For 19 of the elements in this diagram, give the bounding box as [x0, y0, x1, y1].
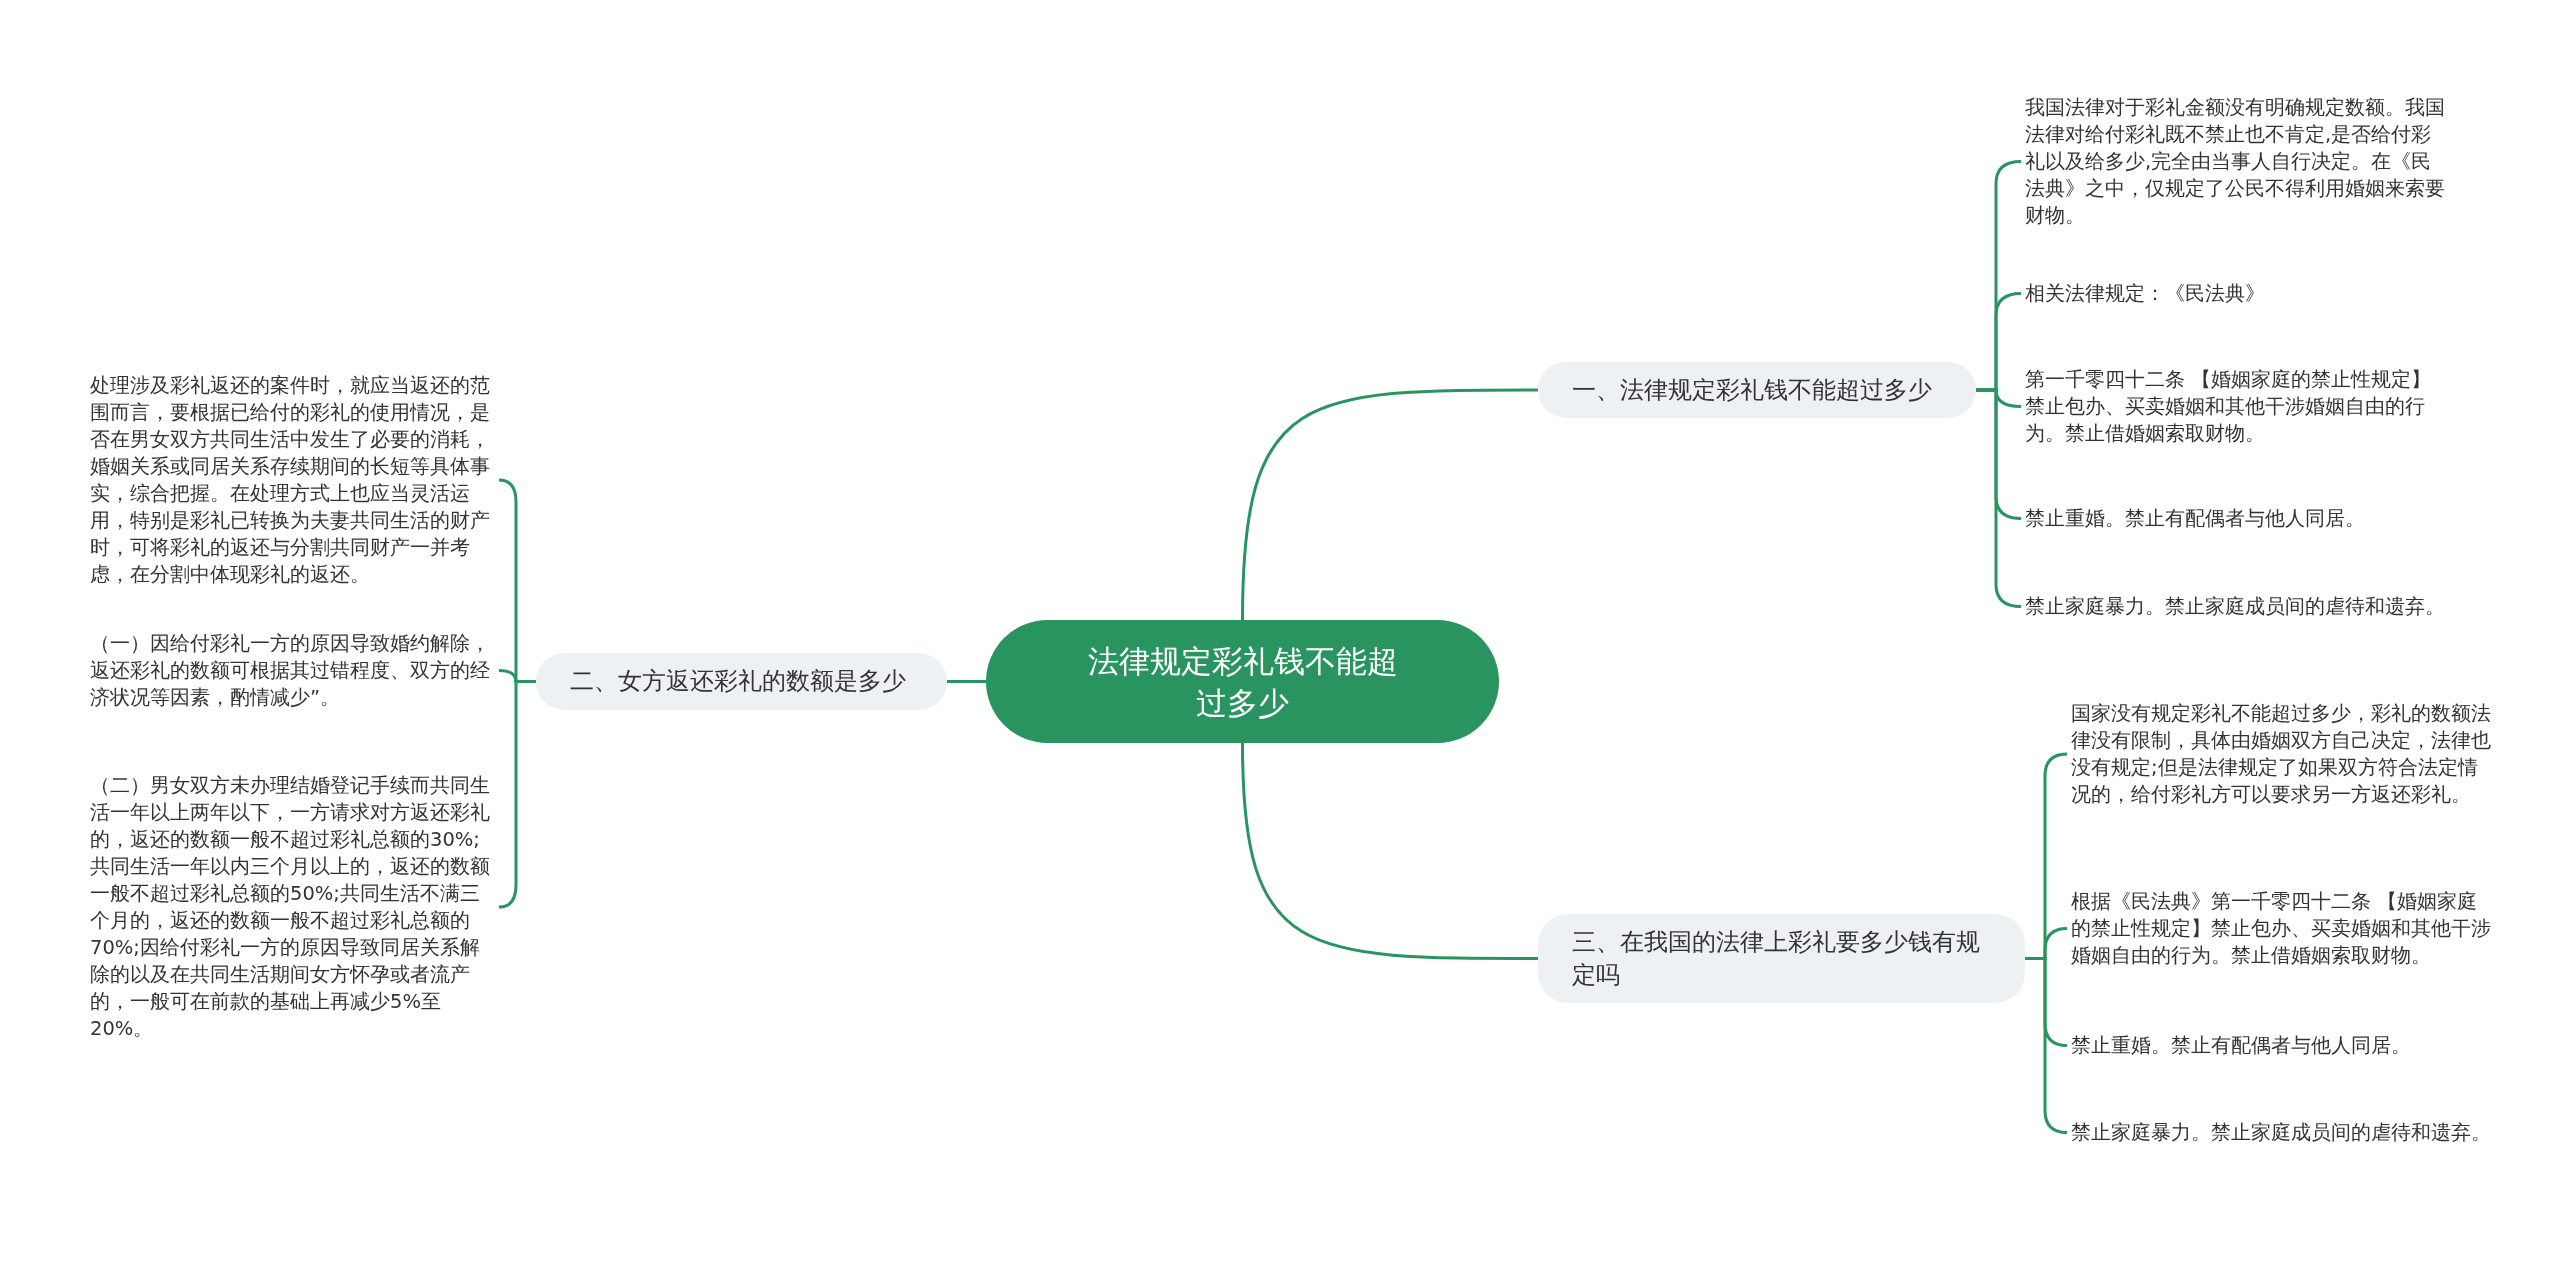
note-text: 处理涉及彩礼返还的案件时，就应当返还的范围而言，要根据已给付的彩礼的使用情况，是否在男女双方共同生活中发生了必要的消耗，婚姻关系或同居关系存续期间的长短等具体事实，综合把握。在处理方式上也应当灵活运用，特别是彩礼已转换为夫妻共同生活的财产时，可将彩礼的返还与分割共同财产一并考虑，在分割中体现彩礼的返还。 [90, 372, 495, 588]
note-text: 禁止重婚。禁止有配偶者与他人同居。 [2071, 1032, 2491, 1059]
topic-box: 三、在我国的法律上彩礼要多少钱有规定吗 [1538, 914, 2025, 1003]
note-text: 国家没有规定彩礼不能超过多少，彩礼的数额法律没有限制，具体由婚姻双方自己决定，法律也没有规定;但是法律规定了如果双方符合法定情况的，给付彩礼方可以要求另一方返还彩礼。 [2071, 700, 2491, 808]
central-topic: 法律规定彩礼钱不能超过多少 [986, 620, 1499, 743]
topic-box: 二、女方返还彩礼的数额是多少 [536, 653, 947, 710]
note-text: 禁止家庭暴力。禁止家庭成员间的虐待和遗弃。 [2025, 593, 2445, 620]
note-text: 禁止家庭暴力。禁止家庭成员间的虐待和遗弃。 [2071, 1119, 2491, 1146]
note-text: 相关法律规定：《民法典》 [2025, 280, 2445, 307]
connector-line [947, 680, 986, 683]
connector-line [1241, 742, 1538, 960]
topic-box: 一、法律规定彩礼钱不能超过多少 [1538, 362, 1976, 418]
note-text: 我国法律对于彩礼金额没有明确规定数额。我国法律对给付彩礼既不禁止也不肯定,是否给付彩礼以及给多少,完全由当事人自行决定。在《民法典》之中，仅规定了公民不得利用婚姻来索要财物。 [2025, 94, 2445, 229]
connector-line [1241, 388, 1538, 621]
note-text: （二）男女双方未办理结婚登记手续而共同生活一年以上两年以下，一方请求对方返还彩礼的，返还的数额一般不超过彩礼总额的30%;共同生活一年以内三个月以上的，返还的数额一般不超过彩礼总额的50%;共同生活不满三个月的，返还的数额一般不超过彩礼总额的70%;因给付彩礼一方的原因导致同居关系解除的以及在共同生活期间女方怀孕或者流产的，一般可在前款的基础上再减少5%至20%。 [90, 772, 495, 1042]
note-text: 禁止重婚。禁止有配偶者与他人同居。 [2025, 505, 2445, 532]
note-text: 根据《民法典》第一千零四十二条 【婚姻家庭的禁止性规定】禁止包办、买卖婚姻和其他干涉婚姻自由的行为。禁止借婚姻索取财物。 [2071, 888, 2491, 969]
note-text: （一）因给付彩礼一方的原因导致婚约解除，返还彩礼的数额可根据其过错程度、双方的经济状况等因素，酌情减少”。 [90, 630, 495, 711]
note-text: 第一千零四十二条 【婚姻家庭的禁止性规定】禁止包办、买卖婚姻和其他干涉婚姻自由的行为。禁止借婚姻索取财物。 [2025, 366, 2445, 447]
